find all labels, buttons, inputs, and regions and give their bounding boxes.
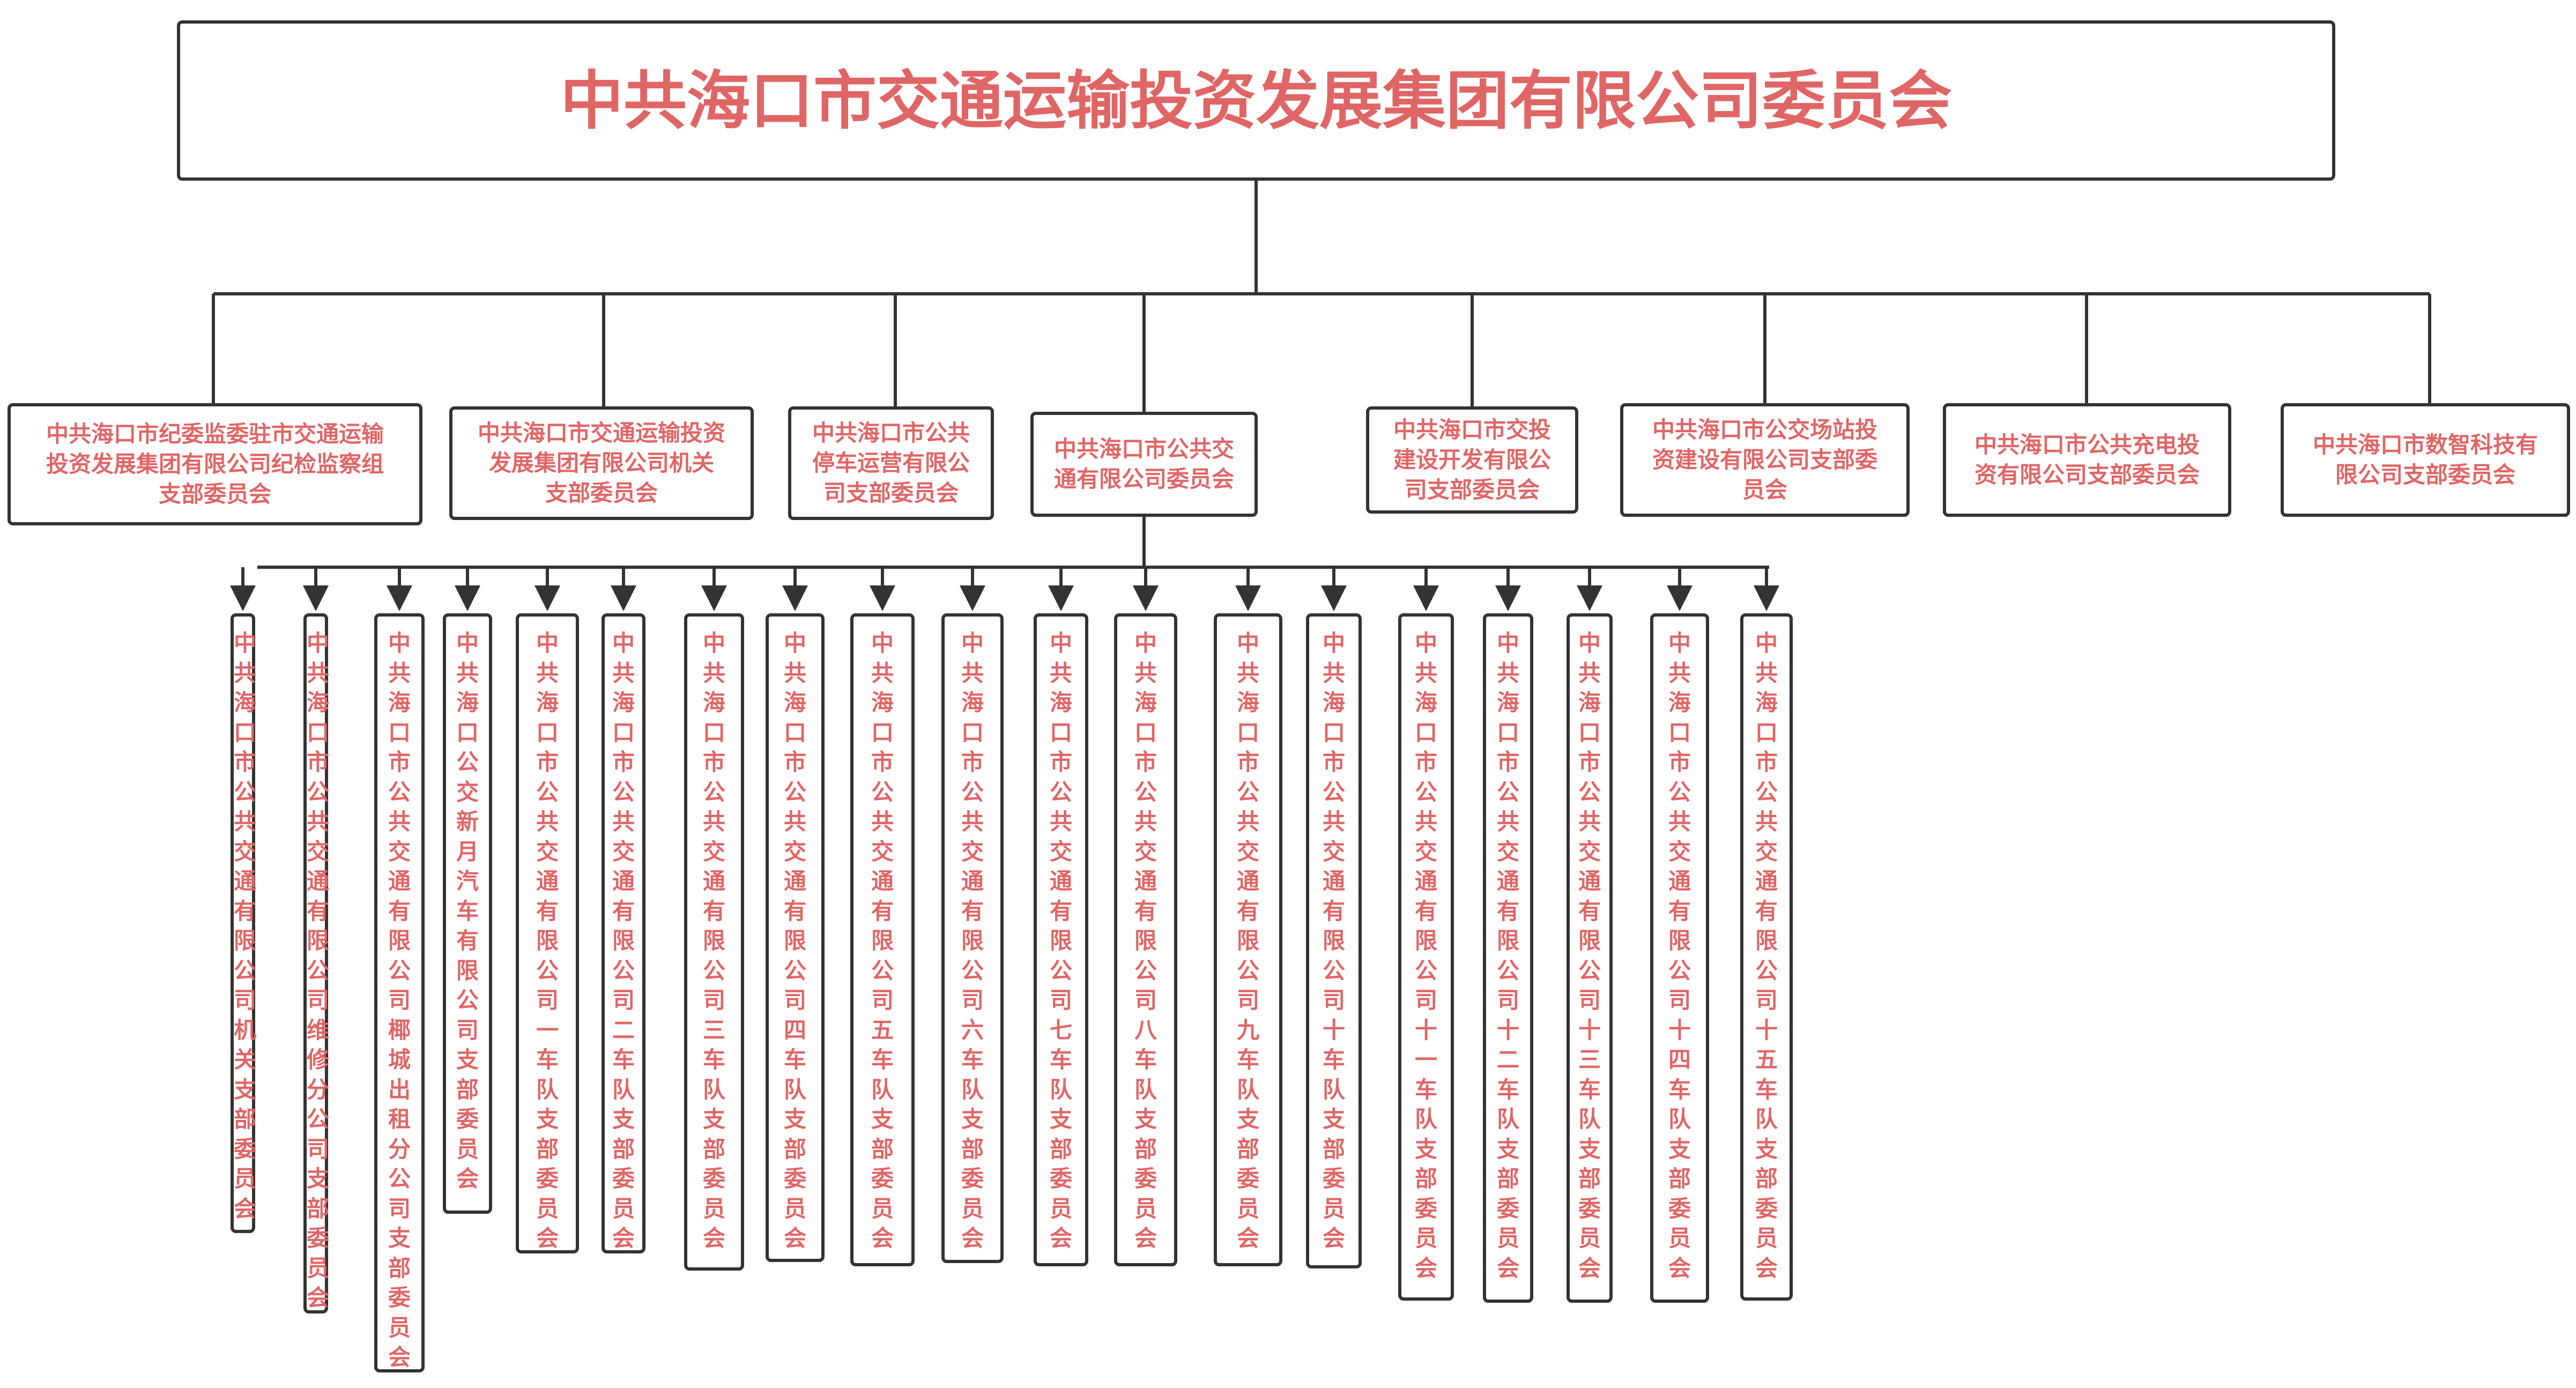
branch-node: 中共海口市公共交通有限公司十车队支部委员会: [1306, 613, 1362, 1268]
branch-node: 中共海口市公共交通有限公司二车队支部委员会: [602, 613, 645, 1253]
branch-label: 中共海口市公共交通有限公司三车队支部委员会: [702, 630, 725, 1251]
branch-label: 中共海口市公共交通有限公司机关支部委员会: [234, 630, 257, 1222]
level2-node: 中共海口市公共 停车运营有限公 司支部委员会: [788, 406, 994, 520]
branch-label: 中共海口市公共交通有限公司十一车队支部委员会: [1414, 630, 1437, 1281]
branch-label: 中共海口公交新月汽车有限公司支部委员会: [456, 630, 479, 1192]
branch-label: 中共海口市公共交通有限公司九车队支部委员会: [1236, 630, 1259, 1251]
branch-node: 中共海口市公共交通有限公司七车队支部委员会: [1034, 613, 1088, 1266]
branch-label: 中共海口市公共交通有限公司椰城出租分公司支部委员会: [388, 630, 411, 1370]
branch-node: 中共海口市公共交通有限公司八车队支部委员会: [1114, 613, 1177, 1266]
level2-label: 中共海口市公交场站投 资建设有限公司支部委 员会: [1652, 417, 1877, 503]
branch-node: 中共海口市公共交通有限公司椰城出租分公司支部委员会: [374, 613, 425, 1372]
level2-label: 中共海口市交投 建设开发有限公 司支部委员会: [1393, 417, 1551, 503]
branch-node: 中共海口市公共交通有限公司九车队支部委员会: [1214, 613, 1282, 1266]
level2-node: 中共海口市交通运输投资 发展集团有限公司机关 支部委员会: [449, 406, 754, 520]
branch-node: 中共海口市公共交通有限公司五车队支部委员会: [850, 613, 915, 1266]
level2-node: 中共海口市交投 建设开发有限公 司支部委员会: [1366, 406, 1578, 514]
branch-label: 中共海口市公共交通有限公司二车队支部委员会: [612, 630, 635, 1251]
level2-label: 中共海口市数智科技有 限公司支部委员会: [2312, 432, 2538, 488]
branch-label: 中共海口市公共交通有限公司十五车队支部委员会: [1755, 630, 1778, 1281]
branch-node: 中共海口公交新月汽车有限公司支部委员会: [443, 613, 492, 1214]
branch-node: 中共海口市公共交通有限公司一车队支部委员会: [516, 613, 579, 1253]
branch-node: 中共海口市公共交通有限公司六车队支部委员会: [941, 613, 1004, 1263]
branch-node: 中共海口市公共交通有限公司维修分公司支部委员会: [303, 613, 330, 1313]
branch-label: 中共海口市公共交通有限公司十三车队支部委员会: [1578, 630, 1601, 1281]
branch-node: 中共海口市公共交通有限公司三车队支部委员会: [684, 613, 744, 1271]
level2-node: 中共海口市公共交 通有限公司委员会: [1030, 412, 1258, 517]
branch-label: 中共海口市公共交通有限公司十二车队支部委员会: [1496, 630, 1519, 1281]
level2-label: 中共海口市公共充电投 资有限公司支部委员会: [1974, 432, 2200, 488]
level2-label: 中共海口市公共交 通有限公司委员会: [1053, 436, 1234, 492]
branch-label: 中共海口市公共交通有限公司五车队支部委员会: [871, 630, 894, 1251]
level2-label: 中共海口市交通运输投资 发展集团有限公司机关 支部委员会: [477, 420, 725, 506]
branch-node: 中共海口市公共交通有限公司十四车队支部委员会: [1650, 613, 1709, 1303]
branch-node: 中共海口市公共交通有限公司四车队支部委员会: [766, 613, 825, 1262]
branch-node: 中共海口市公共交通有限公司十三车队支部委员会: [1567, 613, 1613, 1303]
branch-node: 中共海口市公共交通有限公司十五车队支部委员会: [1740, 613, 1793, 1301]
level2-node: 中共海口市纪委监委驻市交通运输 投资发展集团有限公司纪检监察组 支部委员会: [8, 403, 422, 525]
branch-label: 中共海口市公共交通有限公司一车队支部委员会: [536, 630, 559, 1251]
branch-label: 中共海口市公共交通有限公司维修分公司支部委员会: [307, 630, 330, 1311]
level2-node: 中共海口市数智科技有 限公司支部委员会: [2281, 403, 2570, 517]
branch-node: 中共海口市公共交通有限公司机关支部委员会: [231, 613, 257, 1233]
branch-label: 中共海口市公共交通有限公司四车队支部委员会: [783, 630, 806, 1251]
branch-label: 中共海口市公共交通有限公司八车队支部委员会: [1134, 630, 1157, 1251]
level2-label: 中共海口市纪委监委驻市交通运输 投资发展集团有限公司纪检监察组 支部委员会: [46, 421, 384, 507]
level2-label: 中共海口市公共 停车运营有限公 司支部委员会: [812, 420, 970, 506]
branch-label: 中共海口市公共交通有限公司十车队支部委员会: [1322, 630, 1345, 1251]
level2-node: 中共海口市公共充电投 资有限公司支部委员会: [1943, 403, 2231, 517]
level2-node: 中共海口市公交场站投 资建设有限公司支部委 员会: [1620, 403, 1910, 517]
root-title: 中共海口市交通运输投资发展集团有限公司委员会: [560, 63, 1952, 138]
branch-label: 中共海口市公共交通有限公司六车队支部委员会: [961, 630, 984, 1251]
branch-node: 中共海口市公共交通有限公司十一车队支部委员会: [1398, 613, 1454, 1301]
root-node: 中共海口市交通运输投资发展集团有限公司委员会: [177, 20, 2335, 181]
branch-label: 中共海口市公共交通有限公司七车队支部委员会: [1049, 630, 1072, 1251]
branch-label: 中共海口市公共交通有限公司十四车队支部委员会: [1668, 630, 1691, 1281]
branch-node: 中共海口市公共交通有限公司十二车队支部委员会: [1483, 613, 1533, 1303]
